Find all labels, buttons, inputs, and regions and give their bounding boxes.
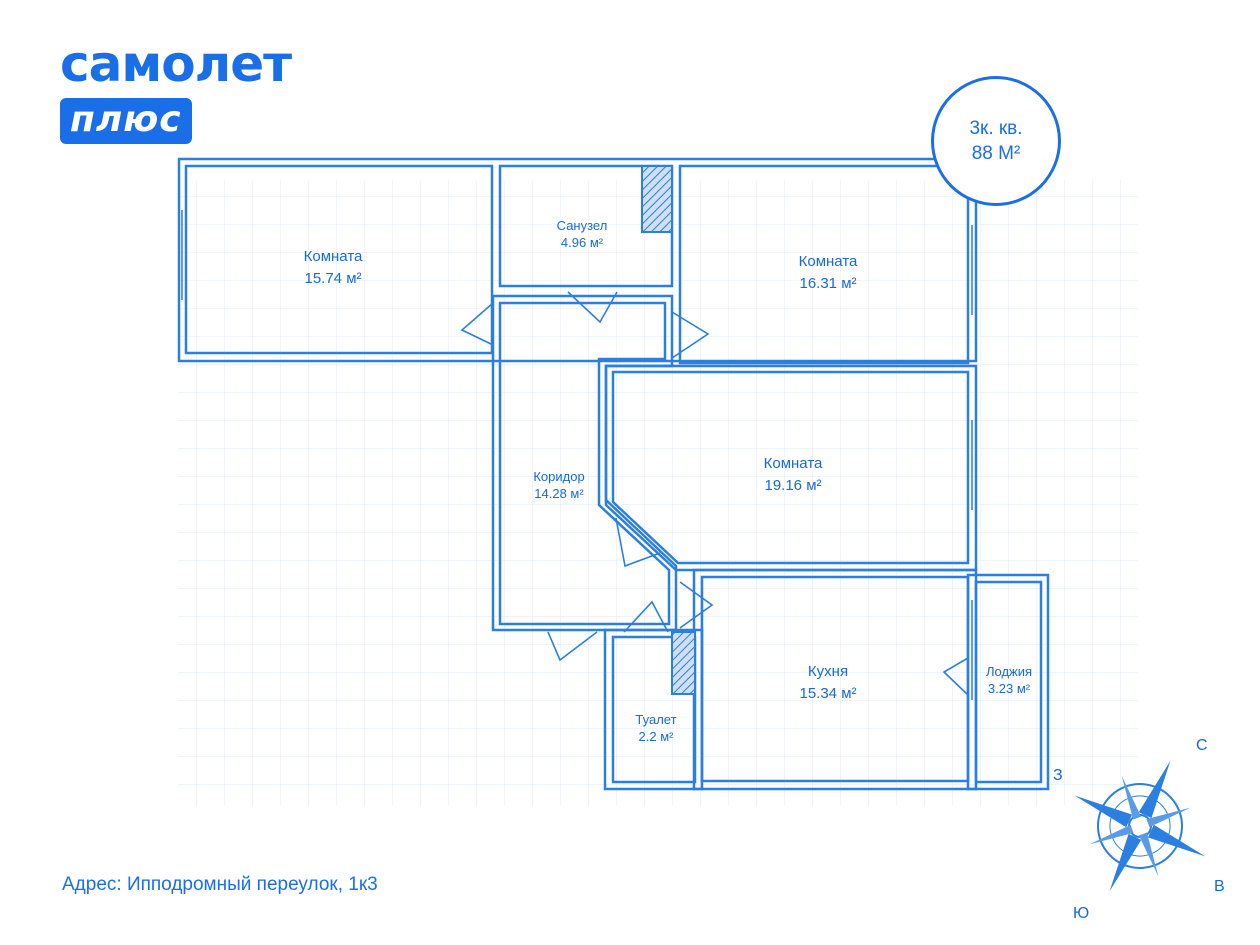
room-19-16: Комната 19.16 м² [764, 455, 823, 494]
compass-needle-west [1074, 795, 1133, 828]
compass-west-label: З [1053, 767, 1063, 784]
room-16-31: Комната 16.31 м² [799, 253, 858, 292]
compass-east-label: В [1214, 878, 1225, 895]
room-15-74: Комната 15.74 м² [304, 248, 363, 287]
room-name: Коридор [533, 469, 584, 484]
room-loggia: Лоджия 3.23 м² [986, 664, 1032, 696]
walls [177, 157, 1050, 791]
room-area: 2.2 м² [639, 729, 675, 744]
room-name: Комната [764, 455, 823, 472]
doors [460, 291, 969, 696]
brand-logo: самолет плюс [60, 35, 292, 144]
room-bathroom: Санузел 4.96 м² [557, 218, 608, 250]
compass-south-label: Ю [1073, 905, 1089, 922]
apartment-badge: 3к. кв. 88 М² [931, 76, 1061, 206]
compass-rose [1074, 760, 1206, 892]
room-name: Комната [799, 253, 858, 270]
compass-needle-south [1109, 833, 1142, 892]
room-name: Комната [304, 248, 363, 265]
room-name: Кухня [808, 663, 848, 680]
vent-shaft-toilet [671, 631, 696, 695]
room-area: 3.23 м² [988, 681, 1031, 696]
vent-shaft-bathroom [641, 165, 673, 233]
brand-badge: плюс [60, 98, 192, 144]
room-area: 15.74 м² [304, 270, 361, 287]
compass-north-label: С [1196, 737, 1208, 754]
room-name: Лоджия [986, 664, 1032, 679]
apartment-area: 88 М² [971, 143, 1021, 164]
room-corridor: Коридор 14.28 м² [533, 469, 584, 501]
room-area: 15.34 м² [799, 685, 856, 702]
compass-needle-east [1147, 824, 1206, 857]
room-area: 19.16 м² [764, 477, 821, 494]
room-area: 16.31 м² [799, 275, 856, 292]
compass-needle-north [1138, 760, 1171, 819]
room-toilet: Туалет 2.2 м² [635, 712, 676, 744]
room-area: 4.96 м² [561, 235, 604, 250]
windows [181, 210, 973, 700]
address-text: Адрес: Ипподромный переулок, 1к3 [62, 874, 378, 895]
background-grid [178, 180, 1138, 805]
room-kitchen: Кухня 15.34 м² [799, 663, 856, 702]
room-name: Туалет [635, 712, 676, 727]
brand-name: самолет [60, 35, 292, 93]
room-area: 14.28 м² [534, 486, 584, 501]
apartment-type: 3к. кв. [969, 118, 1023, 139]
room-name: Санузел [557, 218, 608, 233]
